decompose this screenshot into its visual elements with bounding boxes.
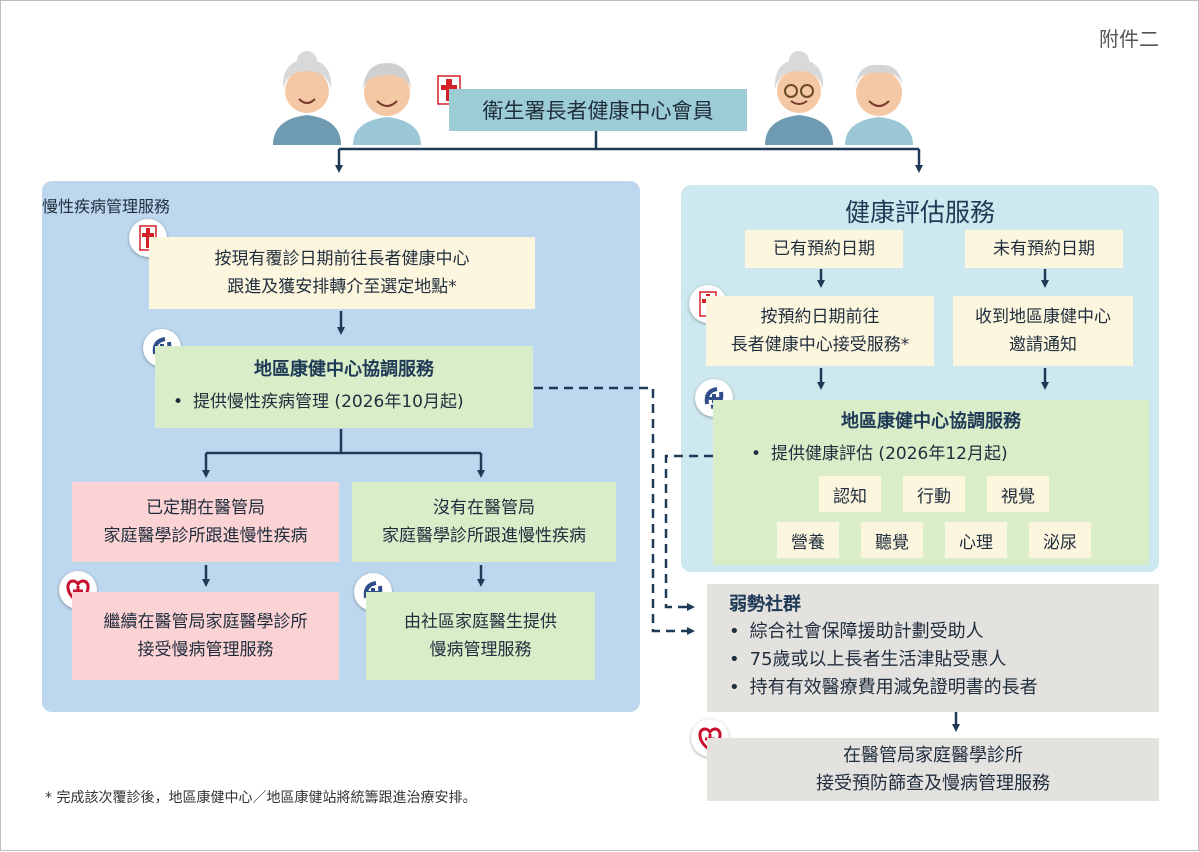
ha-screening-line2: 接受預防篩查及慢病管理服務 <box>816 772 1050 794</box>
referral-box-line1: 按現有覆診日期前往長者健康中心 <box>214 249 470 269</box>
left-dhc-box: 地區康健中心協調服務 提供慢性疾病管理 (2026年10月起) <box>155 346 533 428</box>
list-item: 75歲或以上長者生活津貼受惠人 <box>729 646 1038 674</box>
assessment-item-vision: 視覺 <box>987 476 1049 512</box>
list-item: 提供健康評估 (2026年12月起) <box>751 440 1008 468</box>
left-dhc-box-list: 提供慢性疾病管理 (2026年10月起) <box>173 388 464 416</box>
dhc-invitation-line1: 收到地區康健中心 <box>975 307 1111 327</box>
assessment-item-hearing: 聽覺 <box>861 522 923 558</box>
assessment-item-psychology: 心理 <box>945 522 1007 558</box>
ha-followup-line2: 家庭醫學診所跟進慢性疾病 <box>103 526 308 546</box>
list-item: 持有有效醫療費用減免證明書的長者 <box>729 674 1038 702</box>
list-item: 綜合社會保障援助計劃受助人 <box>729 618 1038 646</box>
assessment-item-nutrition: 營養 <box>777 522 839 558</box>
ha-screening-line1: 在醫管局家庭醫學診所 <box>843 744 1023 766</box>
right-dhc-box-title: 地區康健中心協調服務 <box>841 411 1021 432</box>
assessment-item-cognition: 認知 <box>819 476 881 512</box>
right-dhc-box-list: 提供健康評估 (2026年12月起) <box>751 440 1008 468</box>
health-assessment-panel-title: 健康評估服務 <box>844 198 995 227</box>
list-item: 提供慢性疾病管理 (2026年10月起) <box>173 388 464 416</box>
elderly-couple-right-icon <box>765 51 913 145</box>
vulnerable-groups-title: 弱勢社群 <box>729 594 801 615</box>
footnote: * 完成該次覆診後，地區康健中心／地區康健站將統籌跟進治療安排。 <box>45 790 477 806</box>
left-dhc-box-title: 地區康健中心協調服務 <box>254 359 434 380</box>
dhc-invitation-line2: 邀請通知 <box>1009 335 1077 355</box>
referral-box: 按現有覆診日期前往長者健康中心 跟進及獲安排轉介至選定地點* <box>149 237 535 309</box>
top-title: 衛生署長者健康中心會員 <box>449 89 747 131</box>
assessment-item-urology: 泌尿 <box>1029 522 1091 558</box>
attend-ehc-box: 按預約日期前往 長者健康中心接受服務* <box>706 296 934 366</box>
ha-screening-box: 在醫管局家庭醫學診所 接受預防篩查及慢病管理服務 <box>707 738 1159 801</box>
no-ha-followup-line1: 沒有在醫管局 <box>433 498 535 518</box>
elderly-couple-left-icon <box>273 51 421 145</box>
assessment-item-mobility: 行動 <box>903 476 965 512</box>
ha-continue-box: 繼續在醫管局家庭醫學診所 接受慢病管理服務 <box>72 592 339 680</box>
attend-ehc-line1: 按預約日期前往 <box>760 307 880 327</box>
annex-label: 附件二 <box>1099 27 1159 51</box>
dhc-invitation-box: 收到地區康健中心 邀請通知 <box>953 296 1133 366</box>
community-gp-box: 由社區家庭醫生提供 慢病管理服務 <box>366 592 595 680</box>
no-ha-followup-line2: 家庭醫學診所跟進慢性疾病 <box>382 526 586 546</box>
referral-box-line2: 跟進及獲安排轉介至選定地點* <box>227 277 457 297</box>
ha-followup-box: 已定期在醫管局 家庭醫學診所跟進慢性疾病 <box>72 482 339 562</box>
chronic-disease-panel-title: 慢性疾病管理服務 <box>42 197 171 216</box>
right-dhc-box: 地區康健中心協調服務 提供健康評估 (2026年12月起) 認知 行動 視覺 營… <box>713 400 1149 565</box>
community-gp-line2: 慢病管理服務 <box>429 640 532 660</box>
ha-continue-line1: 繼續在醫管局家庭醫學診所 <box>103 612 308 632</box>
community-gp-line1: 由社區家庭醫生提供 <box>404 612 557 632</box>
ha-followup-line1: 已定期在醫管局 <box>146 498 265 518</box>
ha-continue-line2: 接受慢病管理服務 <box>137 640 274 660</box>
vulnerable-groups-list: 綜合社會保障援助計劃受助人 75歲或以上長者生活津貼受惠人 持有有效醫療費用減免… <box>729 618 1038 702</box>
vulnerable-groups-box: 弱勢社群 綜合社會保障援助計劃受助人 75歲或以上長者生活津貼受惠人 持有有效醫… <box>707 584 1159 712</box>
no-ha-followup-box: 沒有在醫管局 家庭醫學診所跟進慢性疾病 <box>352 482 616 562</box>
with-appointment-box: 已有預約日期 <box>745 230 903 268</box>
attend-ehc-line2: 長者健康中心接受服務* <box>730 335 910 355</box>
without-appointment-box: 未有預約日期 <box>965 230 1123 268</box>
